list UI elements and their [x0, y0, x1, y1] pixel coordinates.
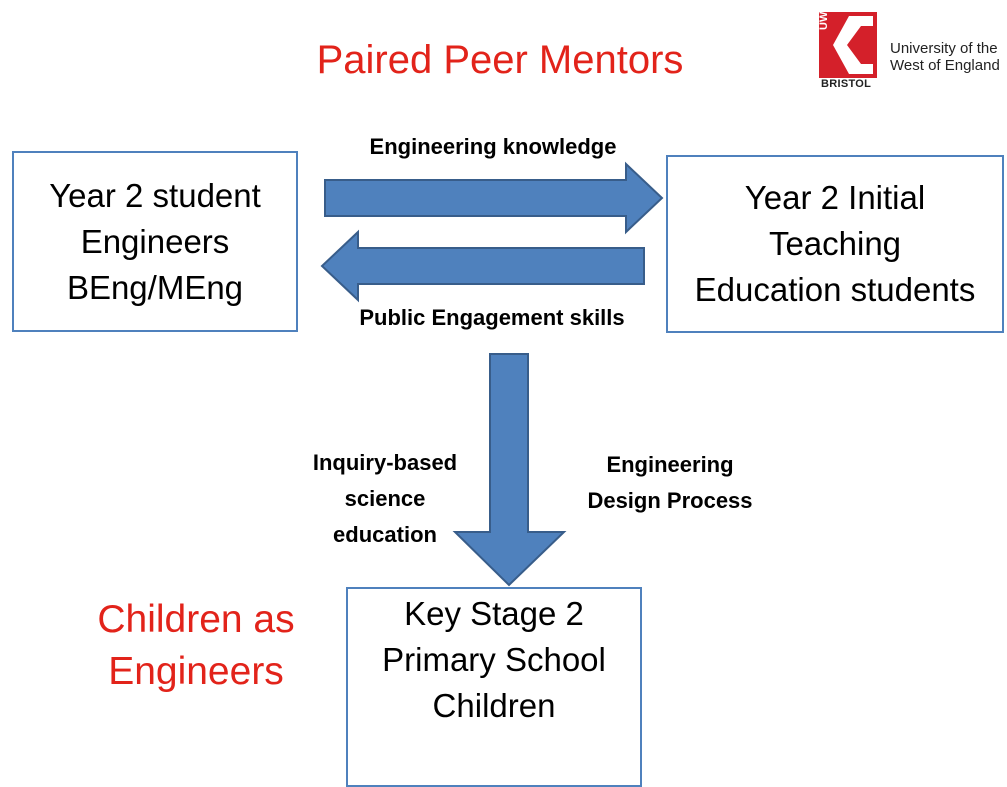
box-line: Engineers	[80, 222, 230, 260]
arrow-left-icon	[320, 229, 645, 303]
heading-line: Engineers	[108, 650, 284, 693]
box-line: Primary School	[382, 641, 606, 678]
box-line: Teaching	[768, 225, 902, 262]
heading-line: Children as	[97, 598, 295, 641]
box-line: Year 2 student	[49, 176, 261, 214]
page-title: Paired Peer Mentors	[316, 38, 684, 82]
label-line: Engineering	[606, 452, 734, 477]
year2-engineers-box: Year 2 student Engineers BEng/MEng	[12, 151, 298, 332]
public-engagement-label: Public Engagement skills	[359, 305, 625, 330]
key-stage-2-box: Key Stage 2 Primary School Children	[346, 587, 642, 787]
logo-university-line: University of the	[890, 40, 998, 57]
logo-university-name: University of the West of England	[890, 40, 1007, 74]
arrow-right-icon	[324, 161, 664, 235]
label-line: Inquiry-based	[312, 450, 458, 475]
label-line: Design Process	[587, 488, 753, 513]
design-process-label: Engineering Design Process	[560, 447, 780, 519]
children-as-engineers-heading: Children as Engineers	[66, 594, 326, 698]
label-line: education	[333, 522, 437, 547]
engineering-knowledge-label: Engineering knowledge	[369, 134, 617, 159]
box-line: Year 2 Initial	[744, 179, 926, 216]
arrow-down-icon	[452, 353, 567, 587]
inquiry-based-label: Inquiry-based science education	[290, 445, 480, 553]
year2-education-box: Year 2 Initial Teaching Education studen…	[666, 155, 1004, 333]
box-line: Key Stage 2	[404, 595, 584, 632]
uwe-logo-mark-icon: UWE	[819, 12, 877, 78]
logo-bristol-text: BRISTOL	[821, 78, 872, 90]
logo-mark-text: UWE	[819, 12, 830, 30]
box-line: Children	[432, 687, 556, 724]
logo-university-line: West of England	[890, 57, 1000, 74]
uwe-logo: UWE BRISTOL University of the West of En…	[819, 12, 1007, 90]
label-line: science	[344, 486, 426, 511]
box-line: Education students	[694, 271, 976, 308]
box-line: BEng/MEng	[66, 268, 244, 306]
arrows-layer	[320, 161, 664, 587]
